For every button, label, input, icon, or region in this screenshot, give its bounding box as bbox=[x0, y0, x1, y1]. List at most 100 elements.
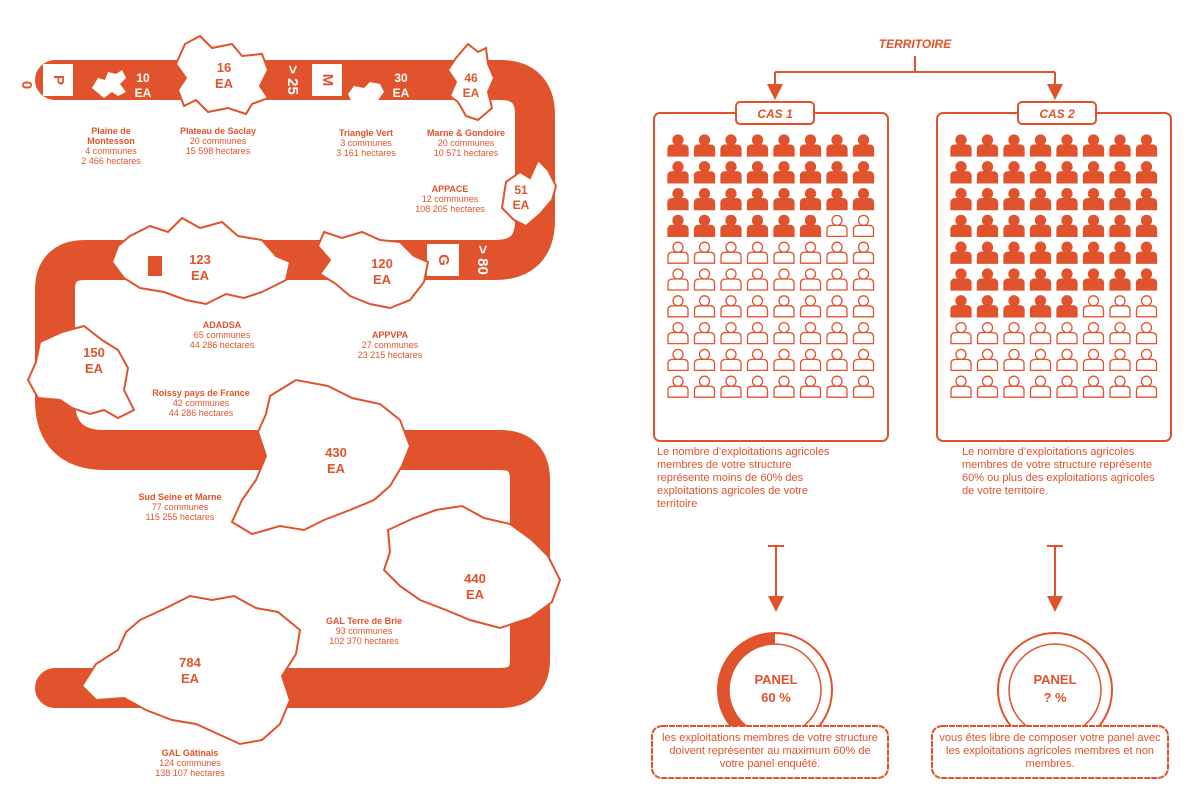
territory-count: 440 bbox=[464, 571, 486, 586]
territory-info-triangle-vert: Triangle Vert 3 communes 3 161 hectares bbox=[328, 128, 404, 158]
person-icon-non-member bbox=[1135, 295, 1158, 318]
person-icon-non-member bbox=[826, 214, 848, 238]
territory-communes: 77 communes bbox=[151, 502, 209, 512]
case-2-description: Le nombre d’exploitations agricoles memb… bbox=[962, 446, 1155, 497]
panel-2-value: ? % bbox=[1043, 690, 1067, 705]
person-icon-member bbox=[950, 134, 972, 157]
territory-name: Triangle Vert bbox=[338, 128, 394, 138]
person-icon-member bbox=[1082, 241, 1105, 264]
people-grid-case-1 bbox=[667, 134, 875, 398]
territory-communes: 65 communes bbox=[193, 330, 251, 340]
person-icon-member bbox=[1003, 268, 1025, 291]
person-icon-non-member bbox=[720, 268, 742, 291]
territory-info-adadsa: ADADSA 65 communes 44 286 hectares bbox=[182, 320, 262, 350]
person-icon-member bbox=[1056, 268, 1078, 291]
territory-hectares: 15 598 hectares bbox=[185, 146, 251, 156]
person-icon-non-member bbox=[976, 321, 999, 345]
territory-info-plateau-de-saclay: Plateau de Saclay 20 communes 15 598 hec… bbox=[168, 126, 268, 156]
territory-communes: 12 communes bbox=[421, 194, 479, 204]
person-icon-member bbox=[1003, 241, 1025, 264]
person-icon-member bbox=[799, 187, 822, 211]
territory-hectares: 108 205 hectares bbox=[415, 204, 485, 214]
person-icon-non-member bbox=[667, 268, 689, 291]
person-icon-non-member bbox=[773, 241, 795, 264]
case-1-label: CAS 1 bbox=[757, 107, 793, 121]
person-icon-member bbox=[1056, 187, 1078, 211]
territory-hectares: 115 255 hectares bbox=[145, 512, 215, 522]
person-icon-non-member bbox=[950, 348, 972, 372]
decision-diagram: TERRITOIRE CAS 1 CAS 2 PANEL 60 % PANEL … bbox=[651, 37, 1172, 779]
person-icon-non-member bbox=[799, 295, 822, 318]
person-icon-member bbox=[976, 241, 999, 264]
person-icon-non-member bbox=[1029, 375, 1052, 398]
person-icon-non-member bbox=[693, 268, 716, 291]
person-icon-non-member bbox=[799, 241, 822, 264]
person-icon-non-member bbox=[826, 348, 848, 372]
case-2-tag bbox=[1017, 101, 1097, 125]
person-icon-non-member bbox=[720, 348, 742, 372]
person-icon-member bbox=[1056, 134, 1078, 157]
p-marker-label: P bbox=[50, 75, 67, 85]
person-icon-member bbox=[1003, 161, 1025, 184]
person-icon-non-member bbox=[667, 375, 689, 398]
person-icon-non-member bbox=[667, 241, 689, 264]
territory-shape-marne-gondoire bbox=[446, 42, 496, 122]
person-icon-member bbox=[746, 187, 769, 211]
person-icon-non-member bbox=[773, 348, 795, 372]
person-icon-member bbox=[1082, 161, 1105, 184]
person-icon-non-member bbox=[1056, 348, 1078, 372]
person-icon-non-member bbox=[826, 321, 848, 345]
person-icon-member bbox=[720, 161, 742, 184]
person-icon-member bbox=[976, 134, 999, 157]
person-icon-non-member bbox=[720, 295, 742, 318]
person-icon-non-member bbox=[746, 241, 769, 264]
panel-2-label: PANEL bbox=[1033, 672, 1076, 687]
territory-shape-roissy bbox=[26, 324, 136, 420]
person-icon-member bbox=[1135, 214, 1158, 238]
person-icon-member bbox=[773, 214, 795, 238]
territory-info-sud-seine-et-marne: Sud Seine et Marne 77 communes 115 255 h… bbox=[130, 492, 230, 522]
territory-shape-triangle-vert bbox=[348, 82, 384, 104]
person-icon-member bbox=[1109, 268, 1131, 291]
territory-communes: 4 communes bbox=[85, 146, 137, 156]
territory-count: 51 bbox=[514, 183, 528, 197]
person-icon-member bbox=[976, 161, 999, 184]
person-icon-non-member bbox=[976, 375, 999, 398]
person-icon-member bbox=[1029, 241, 1052, 264]
person-icon-non-member bbox=[976, 348, 999, 372]
territory-name: Sud Seine et Marne bbox=[138, 492, 222, 502]
territory-count: 30 bbox=[394, 71, 408, 85]
territory-hectares: 102 370 hectares bbox=[329, 636, 399, 646]
territory-info-roissy: Roissy pays de France 42 communes 44 286… bbox=[144, 388, 258, 418]
note-2-box bbox=[931, 725, 1169, 779]
person-icon-non-member bbox=[799, 375, 822, 398]
person-icon-non-member bbox=[852, 348, 875, 372]
person-icon-non-member bbox=[852, 214, 875, 238]
person-icon-non-member bbox=[720, 241, 742, 264]
person-icon-non-member bbox=[773, 295, 795, 318]
person-icon-member bbox=[746, 134, 769, 157]
territory-hectares: 3 161 hectares bbox=[336, 148, 396, 158]
person-icon-non-member bbox=[693, 295, 716, 318]
person-icon-member bbox=[1003, 187, 1025, 211]
territory-count: 46 bbox=[464, 71, 478, 85]
territory-unit: EA bbox=[466, 587, 485, 602]
person-icon-member bbox=[1056, 241, 1078, 264]
territory-shape-appace bbox=[500, 158, 558, 228]
root-label: TERRITOIRE bbox=[879, 37, 952, 51]
person-icon-non-member bbox=[693, 321, 716, 345]
person-icon-non-member bbox=[852, 268, 875, 291]
person-icon-member bbox=[693, 161, 716, 184]
territory-name: GAL Terre de Brie bbox=[325, 616, 403, 626]
territory-count: 123 bbox=[189, 252, 211, 267]
person-icon-member bbox=[976, 268, 999, 291]
person-icon-non-member bbox=[950, 321, 972, 345]
note-1-text: les exploitations membres de votre struc… bbox=[662, 732, 878, 770]
territory-hectares: 138 107 hectares bbox=[155, 768, 225, 778]
territory-info-plaine-de-montesson: Plaine de Montesson 4 communes 2 466 hec… bbox=[76, 126, 146, 166]
case-2-label: CAS 2 bbox=[1039, 107, 1075, 121]
person-icon-member bbox=[950, 241, 972, 264]
territory-unit: EA bbox=[191, 268, 210, 283]
tree-connector bbox=[774, 56, 1055, 92]
person-icon-non-member bbox=[1003, 348, 1025, 372]
